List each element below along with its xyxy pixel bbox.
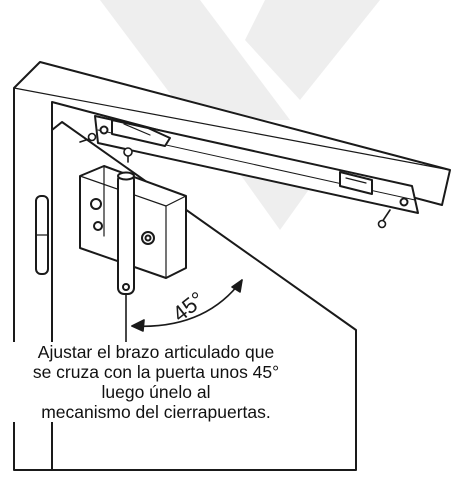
angle-arc (131, 279, 243, 332)
arm-rod (117, 171, 135, 295)
caption-line-1: Ajustar el brazo articulado que (37, 342, 275, 362)
instruction-caption: Ajustar el brazo articulado que se cruza… (0, 342, 312, 422)
caption-line-2: se cruza con la puerta unos 45° (32, 362, 280, 382)
closer-arm (111, 119, 171, 147)
slider-block (339, 171, 373, 195)
caption-line-4: mecanismo del cierrapuertas. (41, 402, 271, 422)
caption-line-3: luego únelo al (101, 382, 211, 402)
